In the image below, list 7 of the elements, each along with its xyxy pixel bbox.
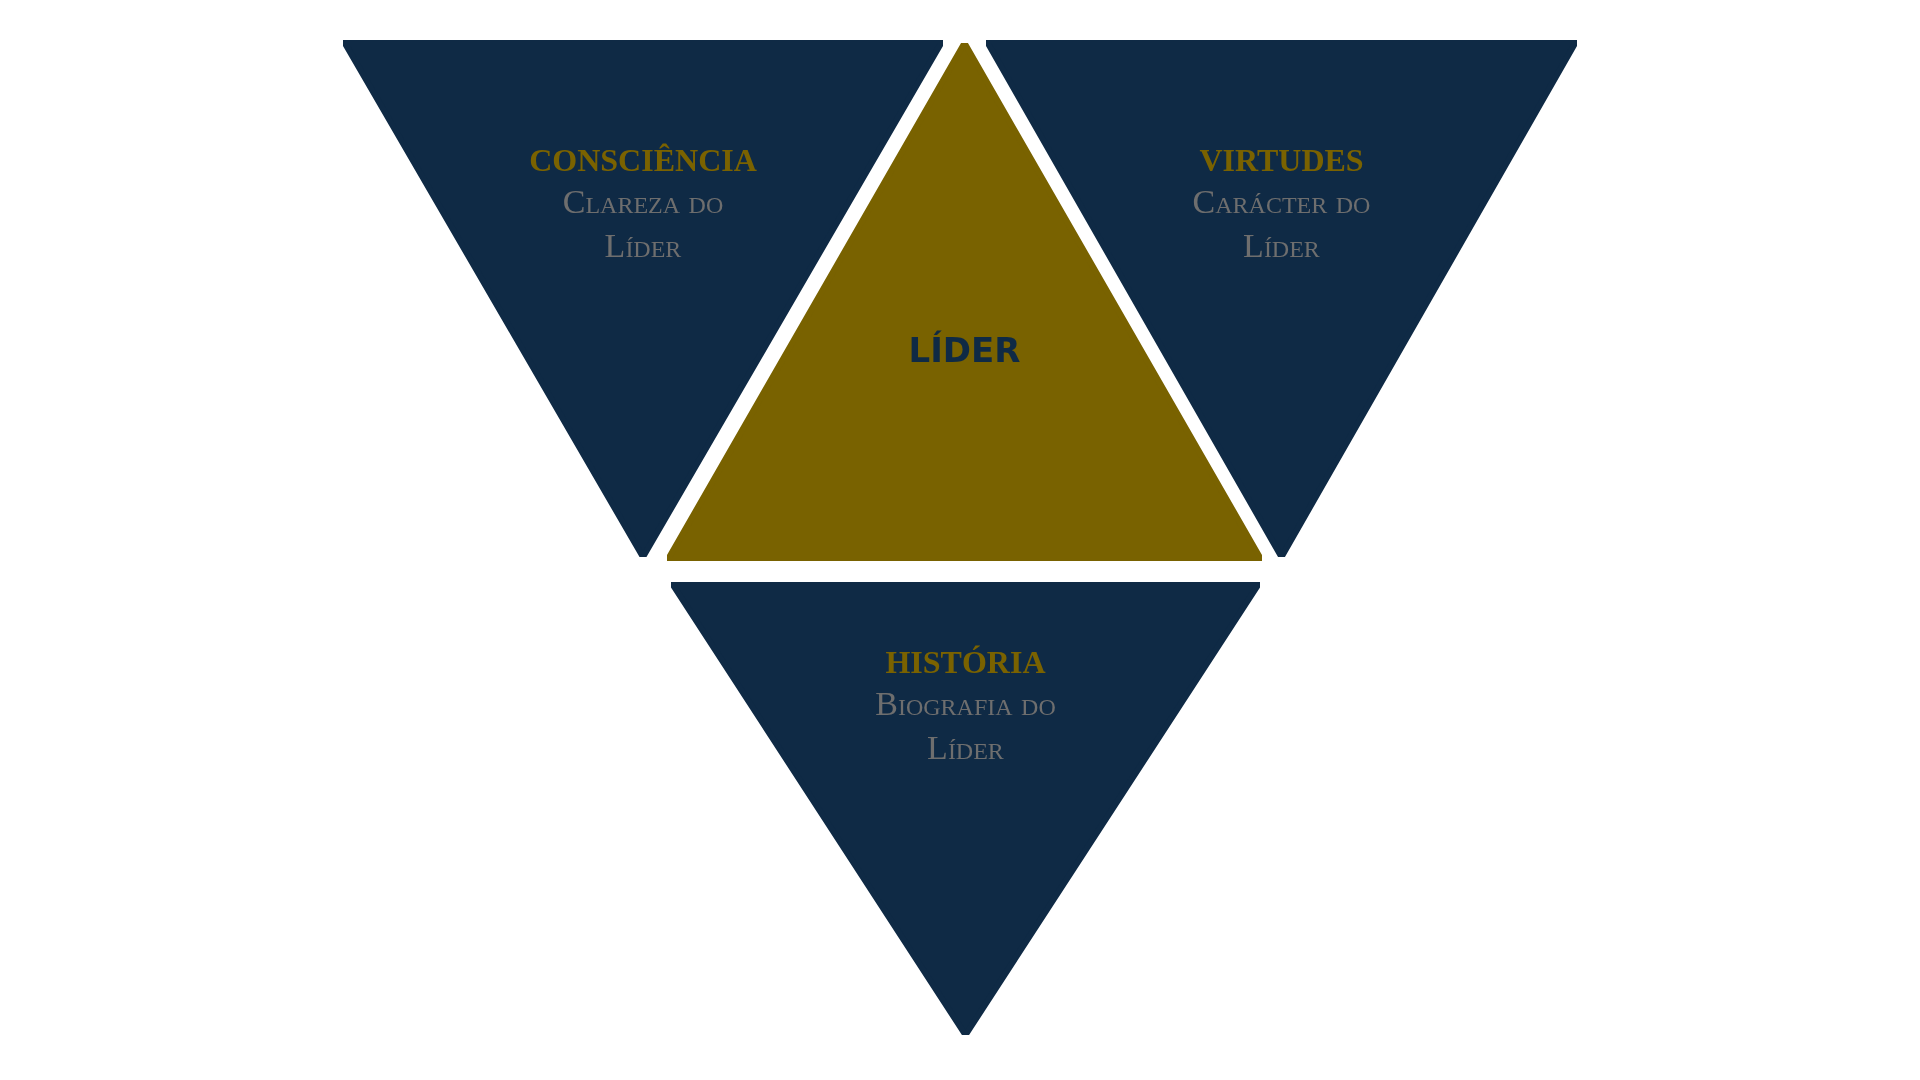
section-title: HISTÓRIA [885, 643, 1046, 682]
section-title: VIRTUDES [1199, 141, 1364, 180]
center-title: LÍDER [907, 329, 1022, 372]
section-subtitle: Clareza do Líder [561, 182, 725, 266]
section-subtitle: Carácter do Líder [1191, 182, 1372, 266]
section-title: CONSCIÊNCIA [529, 141, 757, 180]
section-subtitle: Biografia do Líder [874, 684, 1057, 768]
